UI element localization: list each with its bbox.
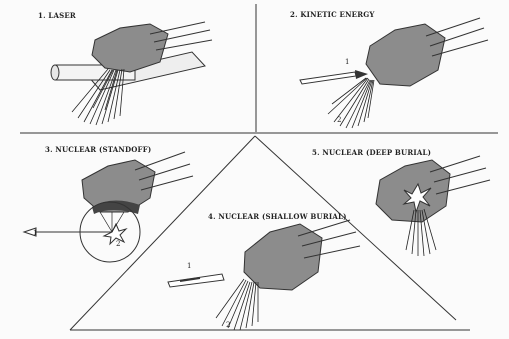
panel-title-shallow: 4. NUCLEAR (SHALLOW BURIAL) (208, 212, 347, 221)
shallow-marker-1: 1 (187, 262, 191, 270)
shallow-marker-2: 2 (226, 321, 230, 329)
standoff-marker-1: 1 (33, 229, 37, 237)
kinetic-marker-1: 1 (345, 58, 349, 66)
panel-title-kinetic: 2. KINETIC ENERGY (290, 10, 375, 19)
panel-title-standoff: 3. NUCLEAR (STANDOFF) (45, 145, 151, 154)
panel-title-laser: 1. LASER (38, 11, 76, 20)
standoff-marker-2: 2 (116, 240, 120, 248)
kinetic-marker-2: 2 (337, 116, 341, 124)
panel-title-deep: 5. NUCLEAR (DEEP BURIAL) (312, 148, 431, 157)
